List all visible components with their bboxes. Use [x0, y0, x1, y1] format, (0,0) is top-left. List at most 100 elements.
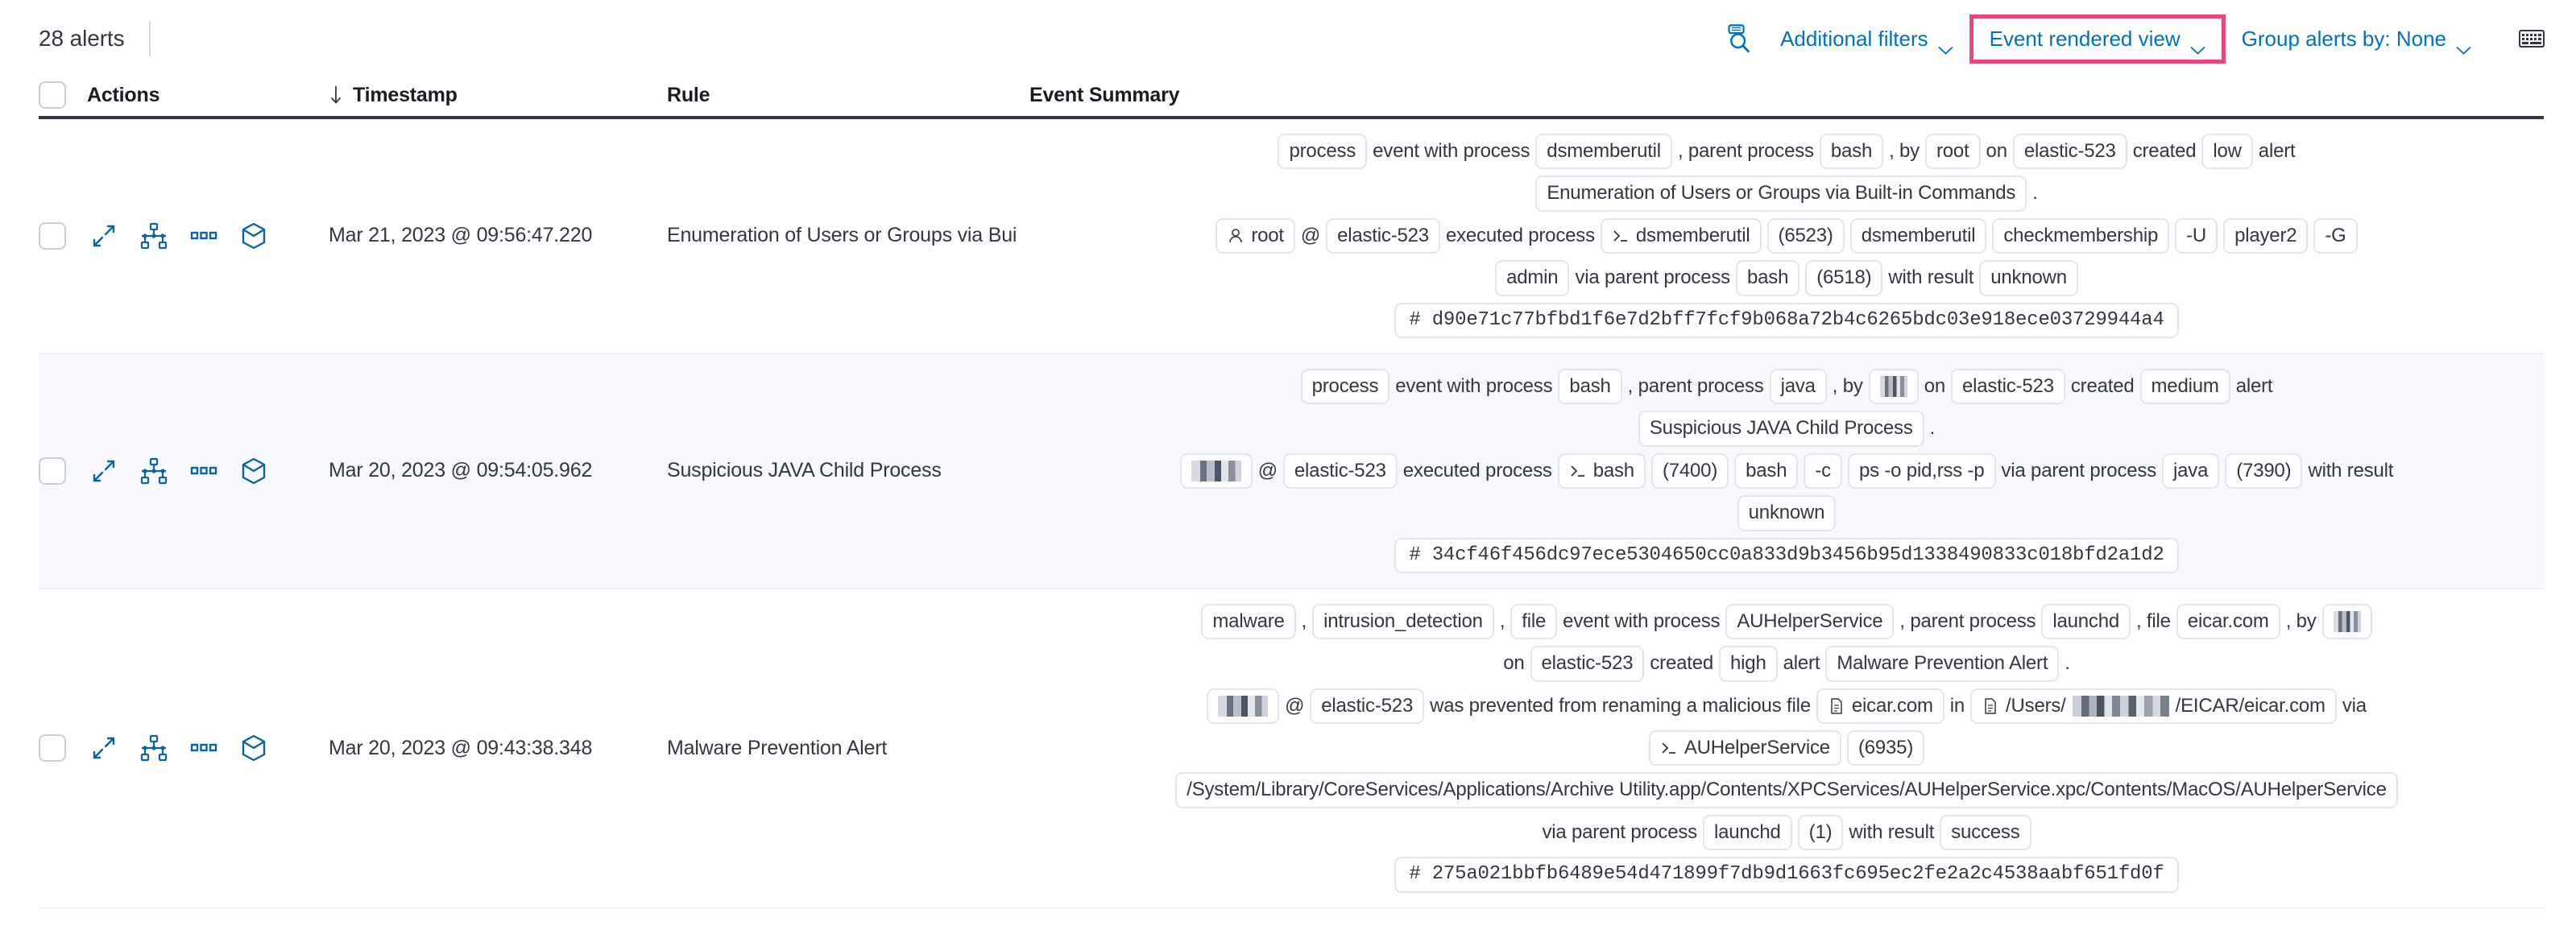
summary-chip[interactable]: bash [1558, 369, 1621, 404]
expand-details-icon[interactable] [90, 734, 118, 762]
summary-text: alert [2259, 141, 2296, 162]
summary-chip[interactable]: bash [1734, 453, 1798, 489]
summary-chip[interactable]: process [1301, 369, 1390, 404]
summary-chip[interactable]: -U [2175, 218, 2218, 254]
summary-chip[interactable]: elastic-523 [1530, 646, 1645, 681]
summary-chip[interactable]: elastic-523 [1951, 369, 2065, 404]
summary-chip[interactable]: eicar.com [1816, 688, 1944, 724]
analyzer-icon[interactable] [140, 457, 168, 485]
summary-chip[interactable]: unknown [1979, 260, 2078, 295]
summary-chip[interactable]: (7400) [1651, 453, 1729, 489]
summary-chip[interactable]: dsmemberutil [1601, 218, 1762, 254]
summary-chip[interactable]: dsmemberutil [1850, 218, 1987, 254]
summary-line: @elastic-523executed processbash(7400)ba… [1180, 453, 2394, 489]
table-row[interactable]: Mar 21, 2023 @ 09:56:47.220Enumeration o… [39, 119, 2544, 354]
summary-chip[interactable]: launchd [1703, 815, 1792, 850]
summary-chip[interactable]: -G [2313, 218, 2357, 254]
summary-chip[interactable]: low [2201, 134, 2252, 169]
summary-chip[interactable]: elastic-523 [1283, 453, 1398, 489]
summary-chip[interactable]: high [1719, 646, 1778, 681]
summary-chip[interactable]: ps -o pid,rss -p [1848, 453, 1996, 489]
summary-chip[interactable]: java [2162, 453, 2219, 489]
summary-chip[interactable]: (1) [1798, 815, 1844, 850]
summary-chip[interactable]: process [1278, 134, 1367, 169]
inspect-icon[interactable] [1721, 20, 1758, 57]
row-rule-name[interactable]: Enumeration of Users or Groups via Bui [667, 224, 1029, 247]
summary-chip[interactable]: /Users//EICAR/eicar.com [1970, 688, 2337, 724]
summary-chip[interactable]: (6935) [1847, 730, 1924, 766]
summary-chip[interactable]: launchd [2041, 604, 2131, 639]
summary-chip[interactable]: medium [2140, 369, 2230, 404]
more-actions-icon[interactable] [190, 734, 217, 762]
summary-chip[interactable]: AUHelperService [1649, 730, 1841, 766]
summary-chip[interactable]: (7390) [2225, 453, 2302, 489]
row-actions-cell [87, 457, 329, 485]
summary-text: event with process [1395, 376, 1552, 397]
table-row[interactable]: Mar 20, 2023 @ 09:54:05.962Suspicious JA… [39, 354, 2544, 589]
summary-text: alert [2236, 376, 2273, 397]
expand-details-icon[interactable] [90, 457, 118, 485]
row-select-checkbox[interactable] [39, 222, 66, 250]
summary-chip[interactable]: # 275a021bbfb6489e54d471899f7db9d1663fc6… [1394, 857, 2178, 892]
summary-chip[interactable]: intrusion_detection [1312, 604, 1494, 639]
column-header-timestamp-cell[interactable]: Timestamp [329, 84, 667, 107]
summary-chip[interactable]: file [1510, 604, 1557, 639]
summary-chip[interactable]: root [1216, 218, 1295, 254]
summary-chip[interactable]: success [1940, 815, 2031, 850]
keyboard-shortcuts-icon[interactable] [2512, 19, 2552, 59]
redacted-value-chip[interactable] [2322, 604, 2372, 639]
summary-chip[interactable]: bash [1820, 134, 1883, 169]
summary-text: . [2065, 653, 2069, 674]
toolbar-right-controls: Additional filters Event rendered view G… [1721, 0, 2552, 77]
summary-chip[interactable]: malware [1201, 604, 1295, 639]
redacted-value-chip[interactable] [1207, 688, 1279, 724]
redacted-value-chip[interactable] [1180, 453, 1253, 489]
summary-chip[interactable]: dsmemberutil [1535, 134, 1672, 169]
session-viewer-icon[interactable] [240, 457, 267, 485]
more-actions-icon[interactable] [190, 457, 217, 485]
expand-details-icon[interactable] [90, 222, 118, 250]
chip-label: malware [1212, 611, 1284, 632]
session-viewer-icon[interactable] [240, 734, 267, 762]
summary-chip[interactable]: elastic-523 [1326, 218, 1440, 254]
summary-chip[interactable]: player2 [2223, 218, 2308, 254]
summary-chip[interactable]: /System/Library/CoreServices/Application… [1175, 772, 2398, 808]
table-row[interactable]: Mar 20, 2023 @ 09:43:38.348Malware Preve… [39, 589, 2544, 909]
more-actions-icon[interactable] [190, 222, 217, 250]
row-select-checkbox[interactable] [39, 734, 66, 762]
summary-chip[interactable]: eicar.com [2176, 604, 2280, 639]
summary-chip[interactable]: elastic-523 [1310, 688, 1424, 724]
summary-chip[interactable]: Malware Prevention Alert [1825, 646, 2059, 681]
summary-chip[interactable]: elastic-523 [2013, 134, 2127, 169]
summary-chip[interactable]: bash [1558, 453, 1646, 489]
analyzer-icon[interactable] [140, 734, 168, 762]
redacted-value-chip[interactable] [1869, 369, 1919, 404]
summary-chip[interactable]: Enumeration of Users or Groups via Built… [1535, 176, 2027, 211]
summary-text: via parent process [1575, 267, 1730, 288]
summary-chip[interactable]: (6518) [1805, 260, 1882, 295]
summary-chip[interactable]: Suspicious JAVA Child Process [1638, 411, 1924, 446]
chip-label: (6518) [1816, 267, 1871, 288]
analyzer-icon[interactable] [140, 222, 168, 250]
select-all-checkbox[interactable] [39, 81, 66, 109]
additional-filters-button[interactable]: Additional filters [1769, 19, 1965, 60]
group-alerts-by-button[interactable]: Group alerts by: None [2230, 19, 2483, 60]
row-select-checkbox[interactable] [39, 457, 66, 485]
summary-chip[interactable]: checkmembership [1992, 218, 2169, 254]
summary-chip[interactable]: # d90e71c77bfbd1f6e7d2bff7fcf9b068a72b4c… [1394, 303, 2178, 338]
summary-chip[interactable]: (6523) [1767, 218, 1845, 254]
summary-chip[interactable]: java [1770, 369, 1827, 404]
summary-chip[interactable]: AUHelperService [1725, 604, 1894, 639]
summary-chip[interactable]: bash [1736, 260, 1799, 295]
session-viewer-icon[interactable] [240, 222, 267, 250]
event-rendered-view-button[interactable]: Event rendered view [1982, 23, 2214, 55]
chip-label: /System/Library/CoreServices/Application… [1187, 779, 2387, 800]
summary-chip[interactable]: unknown [1737, 495, 1837, 531]
summary-chip[interactable]: root [1925, 134, 1981, 169]
summary-chip[interactable]: admin [1495, 260, 1569, 295]
row-rule-name[interactable]: Malware Prevention Alert [667, 737, 1029, 760]
row-rule-name[interactable]: Suspicious JAVA Child Process [667, 459, 1029, 482]
summary-chip[interactable]: -c [1804, 453, 1842, 489]
summary-text: in [1950, 696, 1965, 717]
summary-chip[interactable]: # 34cf46f456dc97ece5304650cc0a833d9b3456… [1394, 538, 2178, 573]
